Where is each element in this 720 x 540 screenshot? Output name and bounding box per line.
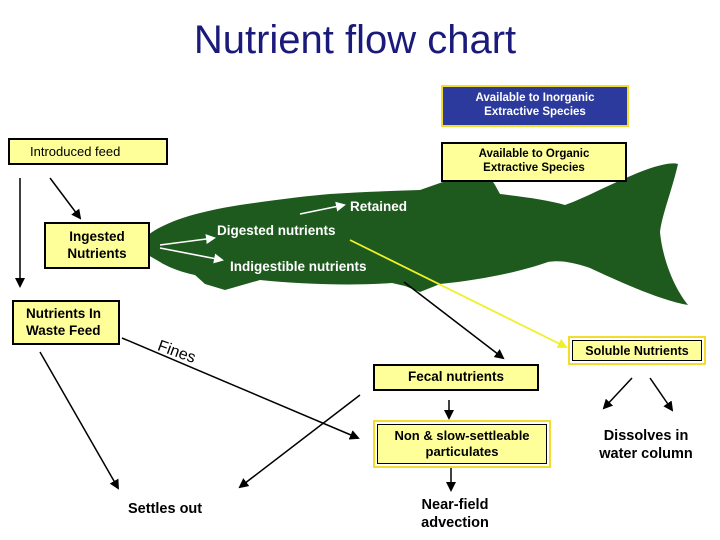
legend-inorganic-label: Available to Inorganic Extractive Specie…: [475, 92, 595, 118]
legend-inorganic-box: Available to Inorganic Extractive Specie…: [441, 85, 629, 127]
non-slow-settleable-label: Non & slow-settleable particulates: [377, 424, 547, 464]
retained-label: Retained: [350, 199, 408, 214]
fish-silhouette: [148, 163, 688, 305]
ingested-nutrients-box: Ingested Nutrients: [44, 222, 150, 269]
indigestible-nutrients-label: Indigestible nutrients: [230, 259, 367, 274]
introduced-feed-box: Introduced feed: [8, 138, 168, 165]
page-title: Nutrient flow chart: [193, 18, 517, 62]
nutrients-in-waste-feed-box: Nutrients In Waste Feed: [12, 300, 120, 345]
soluble-nutrients-box: Soluble Nutrients: [568, 336, 706, 365]
settles-out-label: Settles out: [128, 501, 203, 517]
fecal-nutrients-box: Fecal nutrients: [373, 364, 539, 391]
digested-nutrients-label: Digested nutrients: [217, 223, 336, 238]
near-field-advection-label: Near-field advection: [421, 497, 489, 532]
legend-organic-box: Available to Organic Extractive Species: [441, 142, 627, 182]
legend-organic-label: Available to Organic Extractive Species: [478, 148, 590, 174]
dissolves-in-water-column-label: Dissolves in water column: [599, 428, 693, 463]
soluble-nutrients-label: Soluble Nutrients: [572, 340, 702, 361]
non-slow-settleable-box: Non & slow-settleable particulates: [373, 420, 551, 468]
